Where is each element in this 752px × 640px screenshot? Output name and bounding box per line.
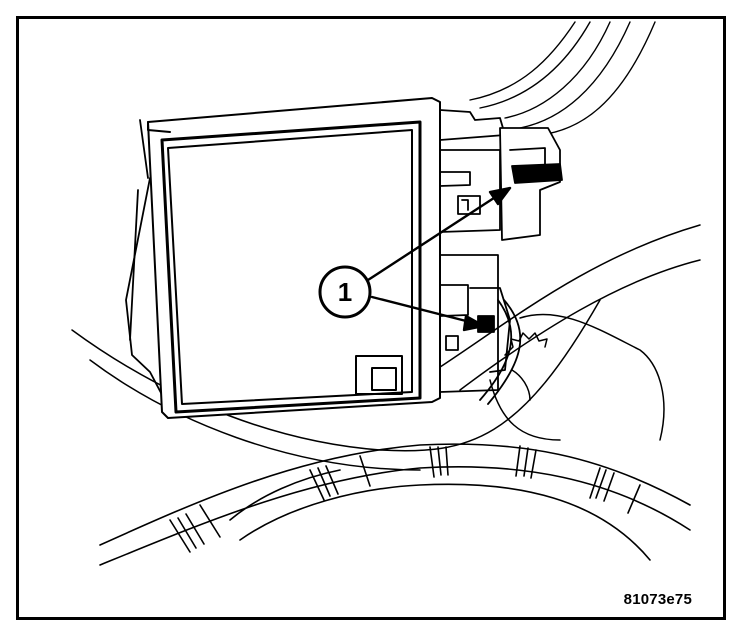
callout-1: 1: [318, 265, 372, 319]
figure-border: [16, 16, 726, 620]
control-module: [147, 97, 441, 419]
lower-connectors: [439, 254, 522, 405]
taped-harness: [99, 443, 691, 566]
upper-wire-bundle: [469, 21, 656, 136]
callout-label: 1: [338, 277, 352, 307]
figure-id: 81073e75: [623, 591, 692, 608]
module-side-face: [125, 119, 171, 411]
callout-leaders: [366, 186, 512, 332]
insulation-sheet: [489, 313, 665, 441]
